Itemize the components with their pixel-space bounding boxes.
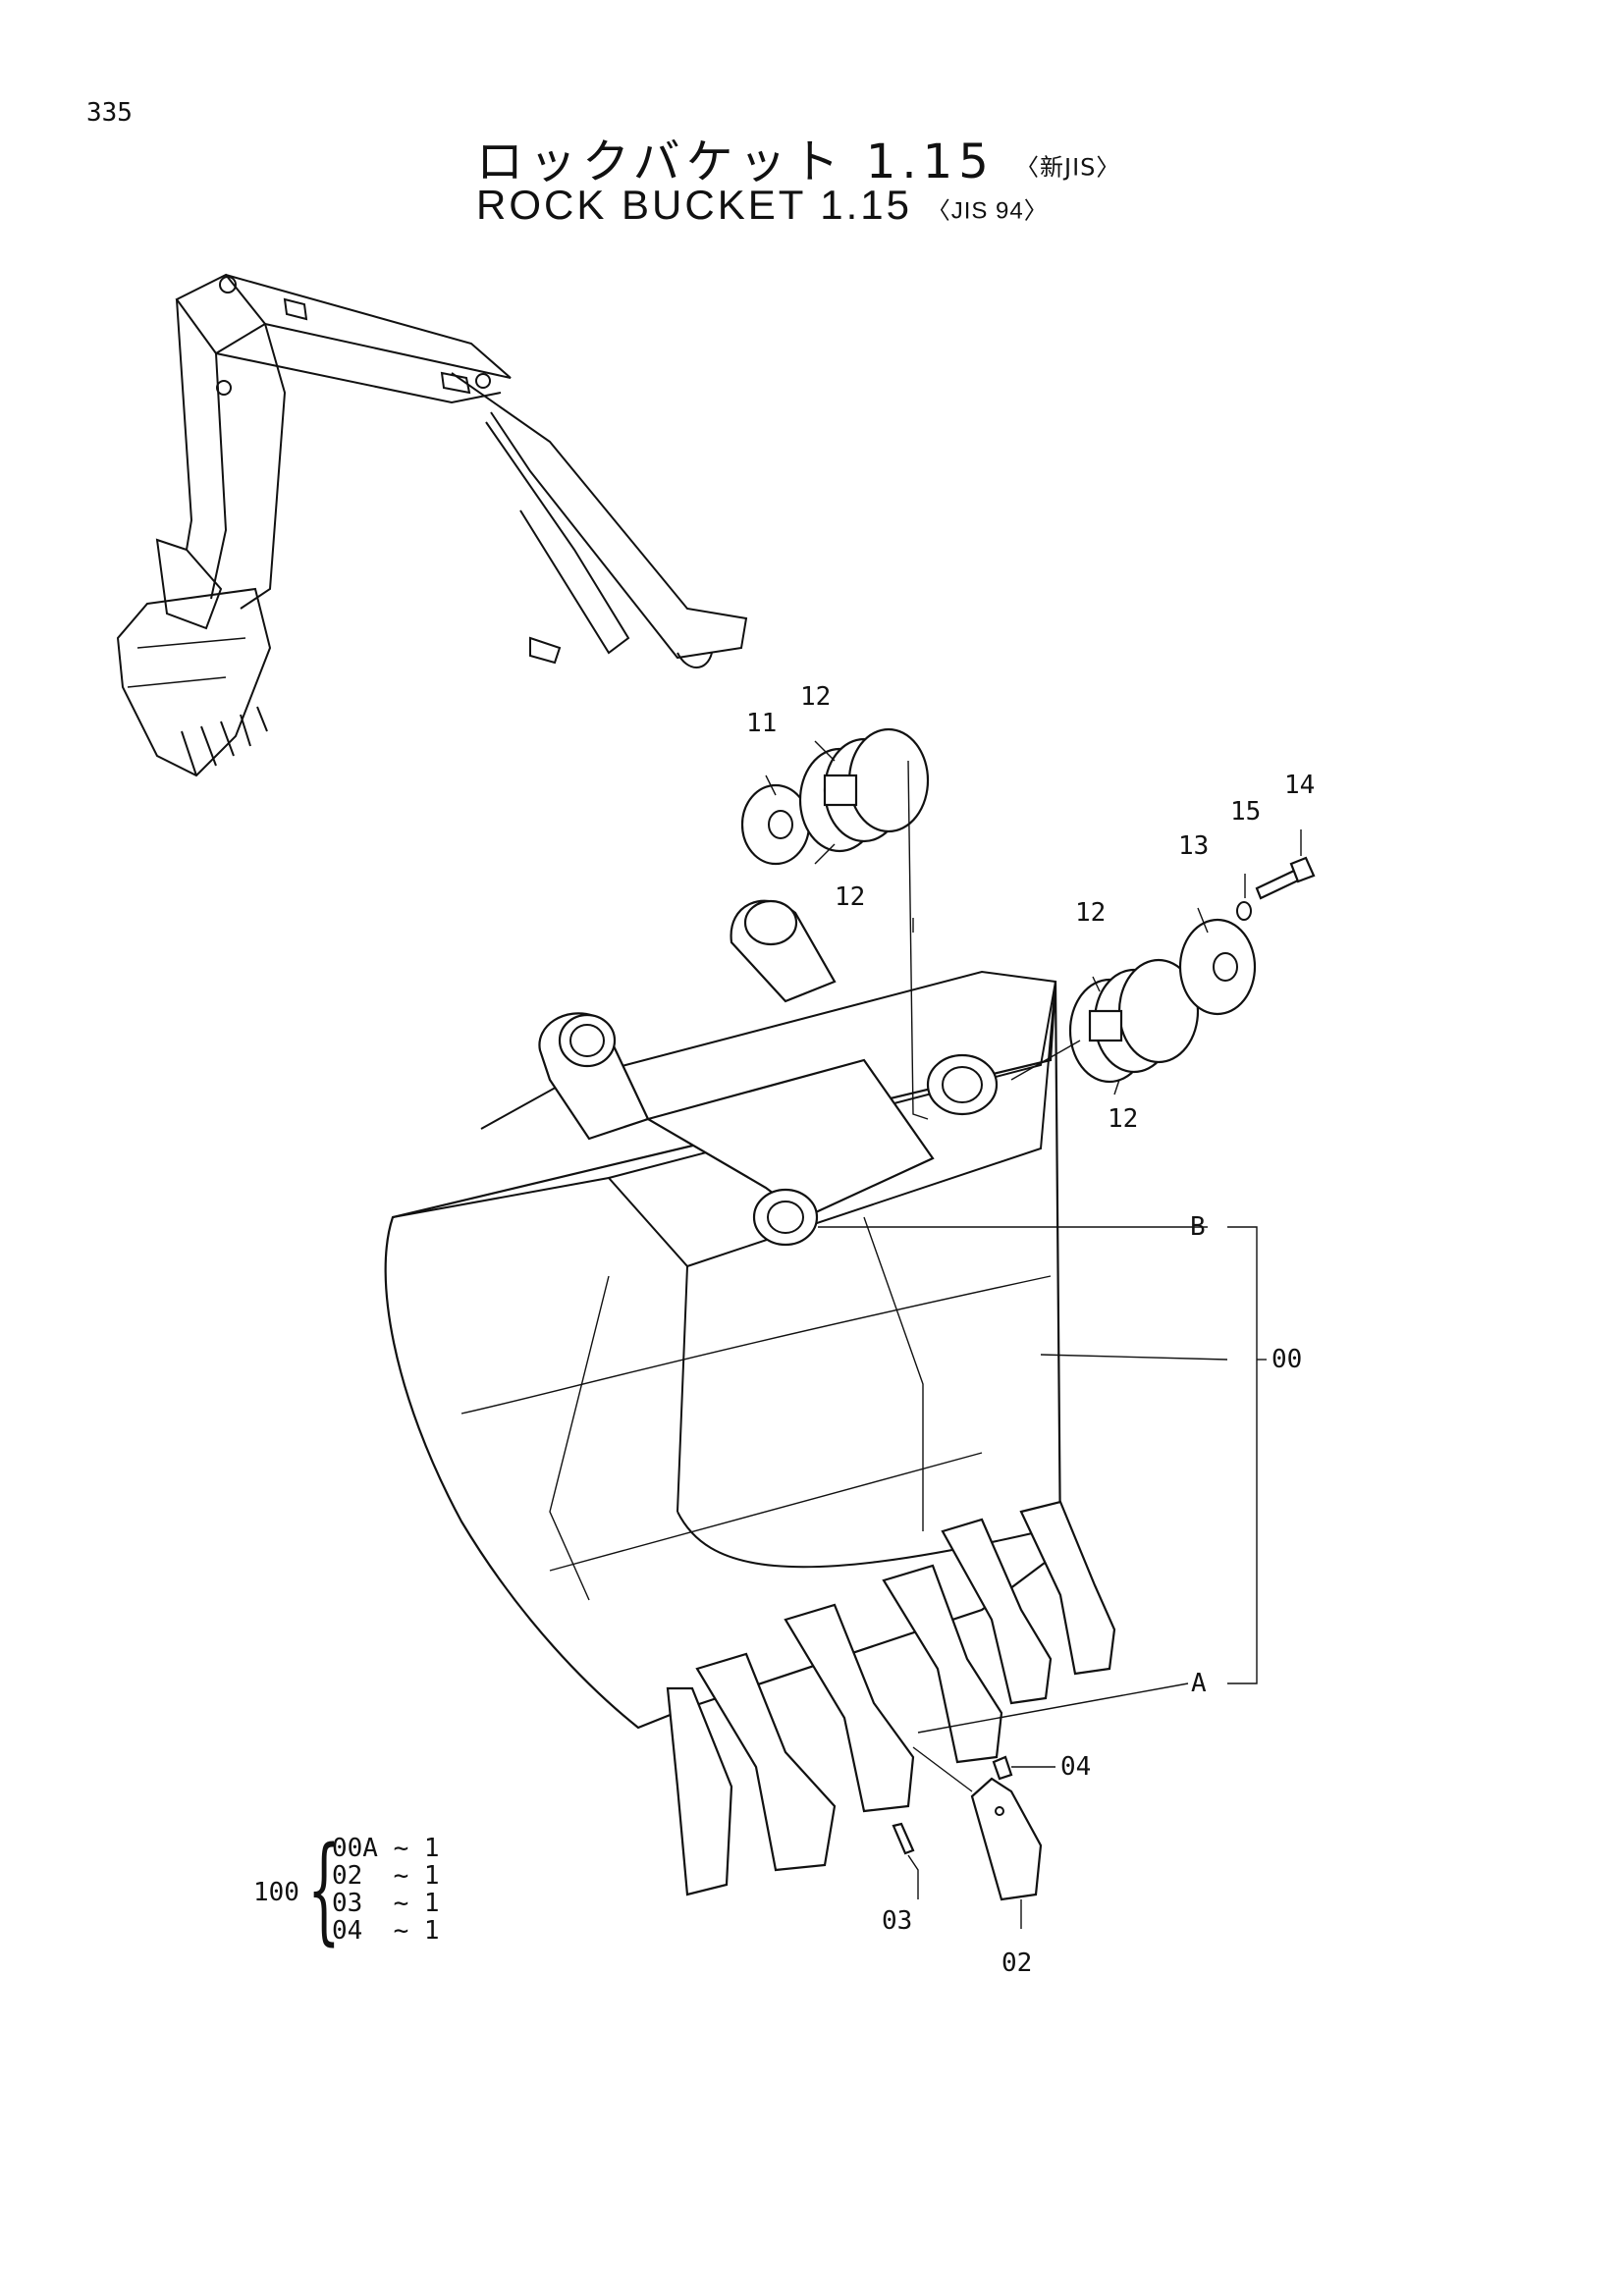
kit-item: 00A ~ 1 <box>332 1835 440 1862</box>
part-15-washer <box>1236 901 1252 921</box>
callout-02: 02 <box>1001 1949 1032 1978</box>
callout-00: 00 <box>1271 1345 1302 1374</box>
part-12-shims-lower <box>1068 958 1200 1084</box>
kit-brace: { <box>307 1821 341 1956</box>
callout-12-right-bottom: 12 <box>1108 1104 1138 1134</box>
callout-04: 04 <box>1060 1752 1091 1782</box>
callout-11: 11 <box>746 709 777 738</box>
title-english-main: ROCK BUCKET 1.15 <box>476 182 913 228</box>
part-11-plate <box>740 783 811 866</box>
kit-items: 00A ~ 1 02 ~ 1 03 ~ 1 04 ~ 1 <box>332 1835 440 1945</box>
kit-number: 100 <box>253 1878 299 1907</box>
part-04-lock <box>992 1755 1013 1781</box>
kit-item: 02 ~ 1 <box>332 1862 440 1890</box>
part-14-bolt <box>1255 856 1316 900</box>
part-13-plate <box>1178 918 1257 1016</box>
kit-item-qty: ~ 1 <box>393 1916 440 1946</box>
kit-item-part: 03 <box>332 1889 363 1918</box>
kit-item: 04 ~ 1 <box>332 1917 440 1945</box>
title-japanese: ロックバケット 1.15 〈新JIS〉 <box>476 123 1120 191</box>
callout-B: B <box>1190 1212 1206 1242</box>
callout-12-top: 12 <box>800 682 831 712</box>
callout-15: 15 <box>1230 797 1261 827</box>
title-english: ROCK BUCKET 1.15 〈JIS 94〉 <box>476 182 1049 229</box>
callout-12-right-top: 12 <box>1075 898 1106 928</box>
callout-14: 14 <box>1284 771 1315 800</box>
title-japanese-standard: 〈新JIS〉 <box>1015 153 1121 182</box>
callout-13: 13 <box>1178 831 1209 861</box>
part-03-pin <box>892 1822 915 1855</box>
callout-03: 03 <box>882 1906 912 1936</box>
kit-item-qty: ~ 1 <box>393 1861 440 1891</box>
excavator-overview-illustration <box>116 273 748 777</box>
kit-item-part: 00A <box>332 1834 378 1863</box>
leader-lines <box>765 740 1302 1929</box>
title-english-standard: 〈JIS 94〉 <box>926 197 1049 225</box>
callout-12-upper: 12 <box>835 882 865 912</box>
kit-item-qty: ~ 1 <box>393 1889 440 1918</box>
rock-bucket-illustration <box>384 899 1116 1896</box>
kit-item: 03 ~ 1 <box>332 1890 440 1917</box>
callout-A: A <box>1191 1669 1207 1698</box>
kit-item-part: 02 <box>332 1861 363 1891</box>
title-japanese-main: ロックバケット 1.15 <box>476 134 995 189</box>
kit-item-part: 04 <box>332 1916 363 1946</box>
part-12-shims-upper <box>798 727 930 853</box>
part-02-tooth <box>970 1777 1043 1901</box>
page-number: 335 <box>86 98 133 128</box>
kit-item-qty: ~ 1 <box>393 1834 440 1863</box>
